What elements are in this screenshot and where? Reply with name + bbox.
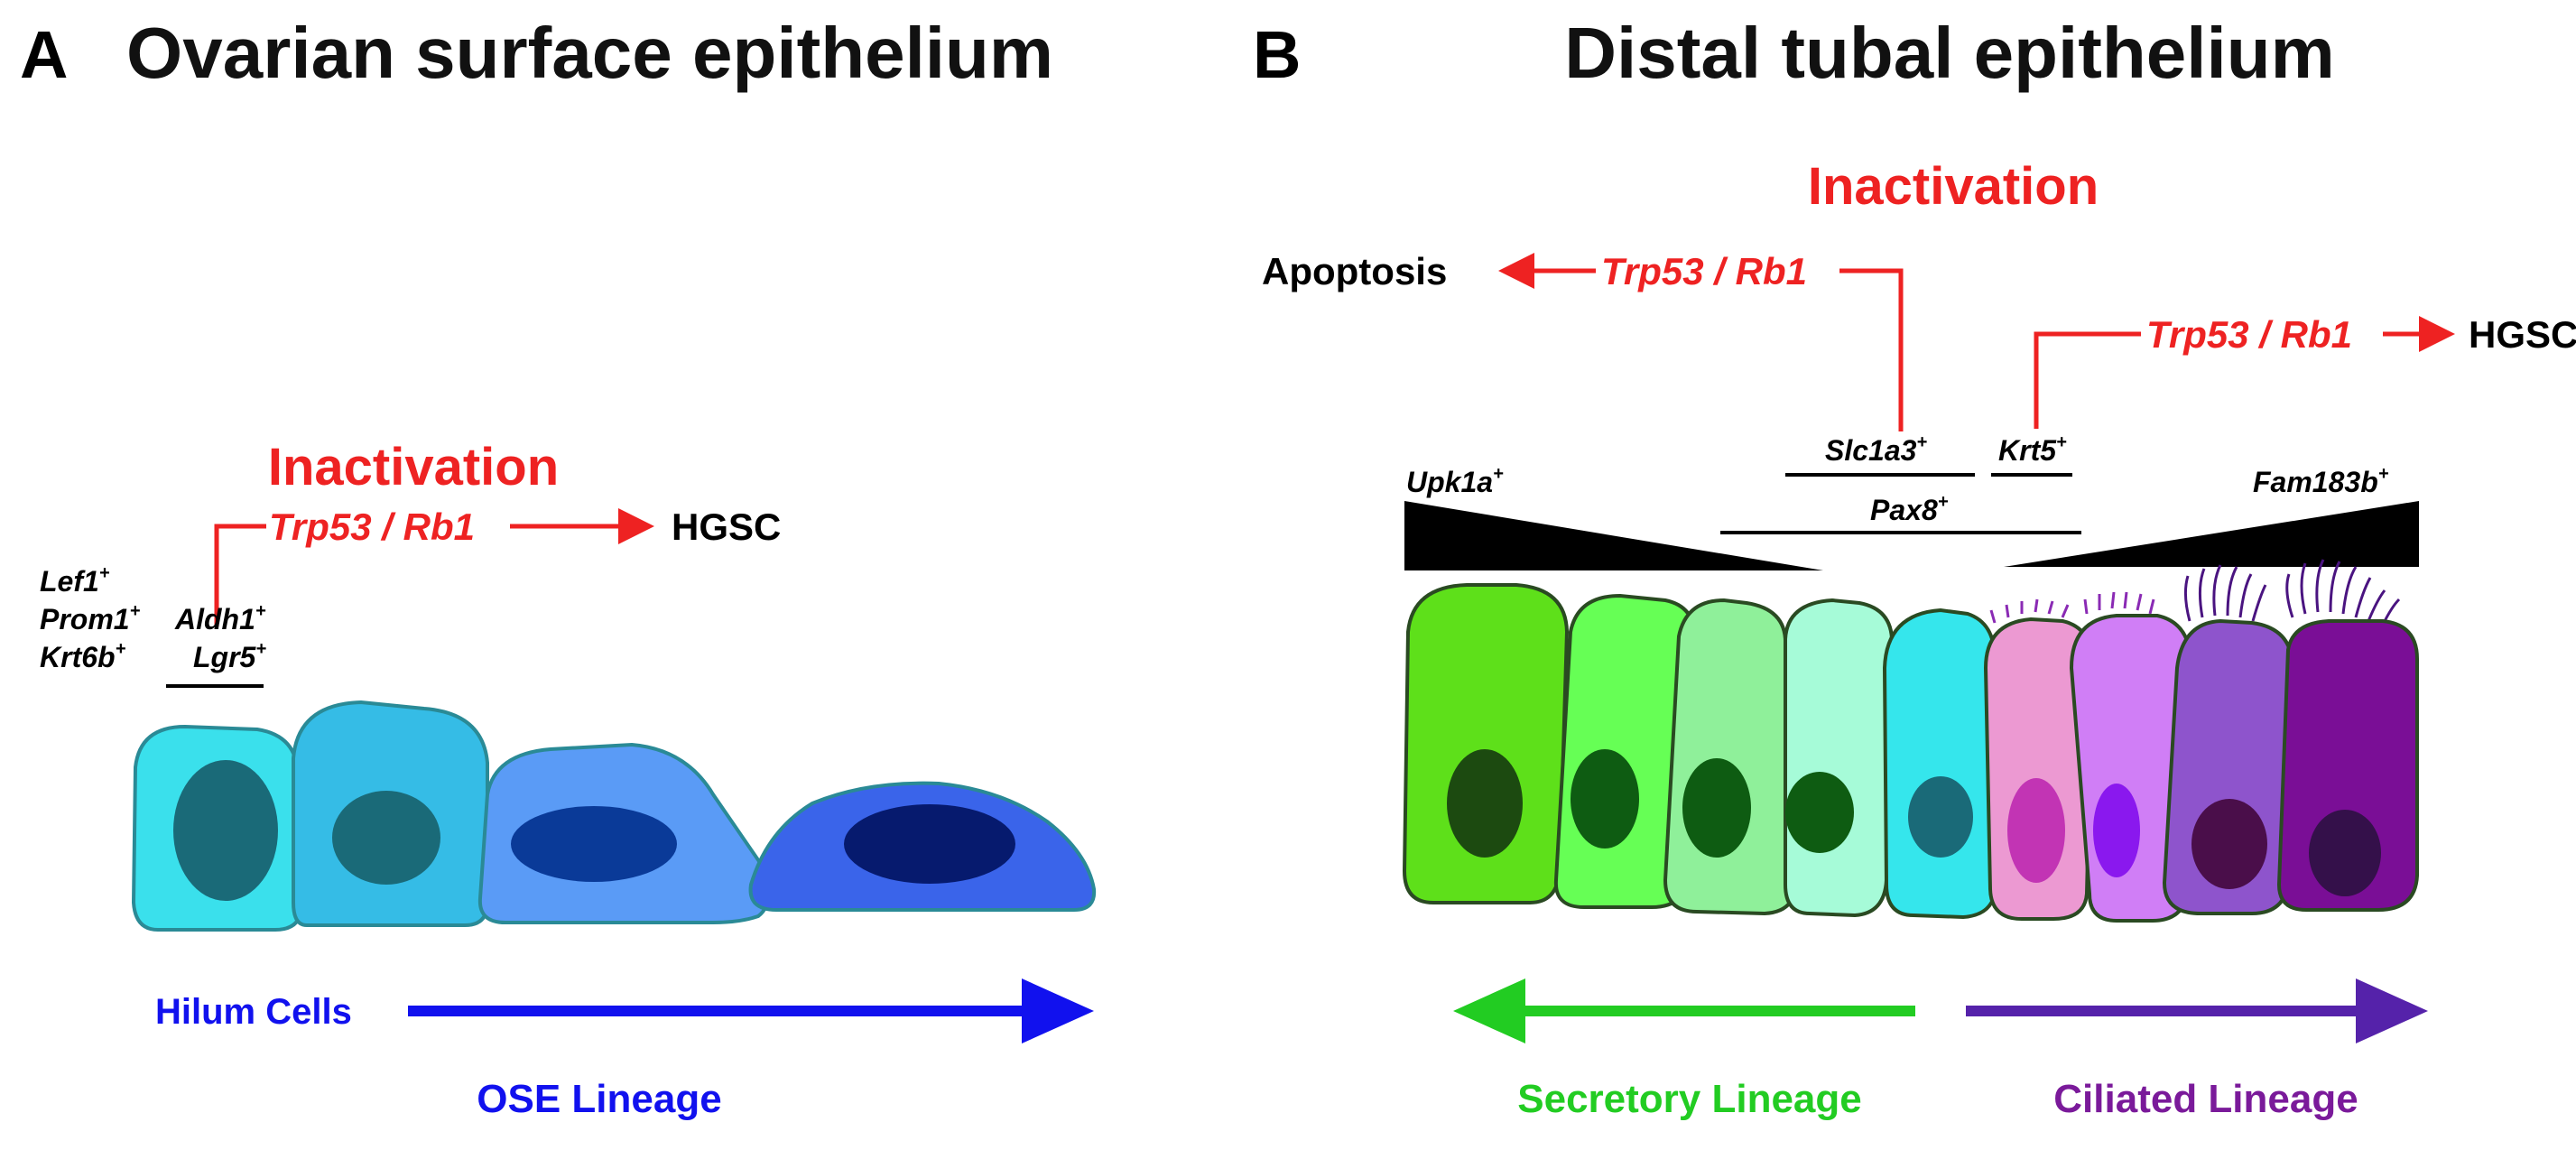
ose-cell-1-nucleus <box>173 760 278 901</box>
ciliated-cell-3-nucleus <box>2191 799 2267 889</box>
marker-prom1: Prom1+ <box>40 601 141 635</box>
secretory-cell-3-nucleus <box>1682 758 1751 858</box>
secretory-cell-1-nucleus <box>1447 749 1523 858</box>
secretory-lineage-label: Secretory Lineage <box>1517 1077 1862 1121</box>
hgsc-pathway-line <box>2034 331 2141 429</box>
ose-lineage-arrow-head <box>1022 978 1094 1043</box>
marker-lgr5: Lgr5+ <box>193 639 266 673</box>
ose-cell-2-nucleus <box>332 791 440 885</box>
marker-krt5: Krt5+ <box>1998 432 2067 467</box>
marker-upk1a: Upk1a+ <box>1406 464 1504 498</box>
ciliated-arrow-head <box>2356 978 2428 1043</box>
ose-cell-3-nucleus <box>511 806 677 882</box>
ose-cells <box>131 700 1097 932</box>
panel-a-pathway-line <box>214 524 266 626</box>
ciliated-lineage-label: Ciliated Lineage <box>2053 1077 2358 1121</box>
fam183b-gradient-wedge <box>2004 501 2419 567</box>
secretory-arrow-head <box>1453 978 1525 1043</box>
upk1a-gradient-wedge <box>1404 501 1823 570</box>
secretory-cell-3 <box>1663 598 1799 916</box>
marker-lef1: Lef1+ <box>40 563 110 598</box>
panel-a-inactivation-label: Inactivation <box>268 438 559 496</box>
tubal-cells <box>1402 583 2419 923</box>
apoptosis-pathway-line <box>1839 268 1904 431</box>
secretory-cell-4-nucleus <box>1785 772 1854 853</box>
panel-b-genes-right: Trp53 / Rb1 <box>2146 313 2352 356</box>
secretory-cell-4 <box>1784 598 1895 918</box>
ose-lineage-label: OSE Lineage <box>477 1077 721 1121</box>
panel-a-title: Ovarian surface epithelium <box>126 13 1053 93</box>
panel-a-genes: Trp53 / Rb1 <box>269 505 475 548</box>
secretory-cell-5-nucleus <box>1908 776 1973 858</box>
marker-fam183b: Fam183b+ <box>2253 464 2389 498</box>
panel-b-label: B <box>1253 17 1301 92</box>
panel-b-title: Distal tubal epithelium <box>1564 13 2334 93</box>
panel-a-label: A <box>20 17 68 92</box>
apoptosis-label: Apoptosis <box>1262 250 1447 292</box>
marker-krt6b: Krt6b+ <box>40 639 126 673</box>
hilum-cells-label: Hilum Cells <box>155 992 352 1032</box>
panel-b-outcome: HGSC <box>2469 313 2576 356</box>
cilia <box>1989 559 2401 626</box>
secretory-cell-5 <box>1882 607 1997 920</box>
ciliated-cell-1-nucleus <box>2007 778 2065 883</box>
panel-a-outcome: HGSC <box>672 505 781 548</box>
panel-b-inactivation-label: Inactivation <box>1808 157 2099 216</box>
marker-pax8: Pax8+ <box>1870 492 1949 526</box>
marker-slc1a3: Slc1a3+ <box>1825 432 1927 467</box>
panel-a: A Ovarian surface epithelium Inactivatio… <box>20 13 1097 1121</box>
panel-b-genes-left: Trp53 / Rb1 <box>1601 250 1807 292</box>
ciliated-cell-4-nucleus <box>2309 810 2381 896</box>
ciliated-cell-2-nucleus <box>2093 784 2140 877</box>
marker-aldh1: Aldh1+ <box>174 601 266 635</box>
secretory-cell-2-nucleus <box>1571 749 1639 849</box>
panel-b: B Distal tubal epithelium Inactivation A… <box>1253 13 2576 1121</box>
ose-cell-4-nucleus <box>844 804 1015 884</box>
